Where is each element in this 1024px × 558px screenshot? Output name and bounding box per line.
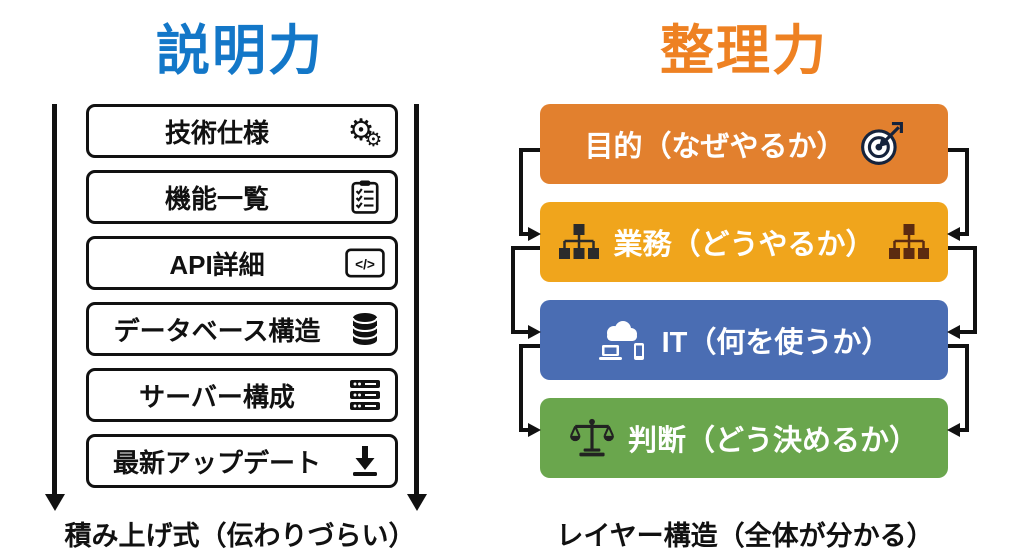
stack-box-tech-spec: 技術仕様 ⚙ ⚙ [86, 104, 398, 158]
gear-glyph-small: ⚙ [364, 127, 383, 151]
stack-box-label: データベース構造 [113, 315, 321, 346]
target-icon [860, 122, 904, 166]
down-arrow-right [414, 104, 419, 496]
cloud-devices-icon [598, 319, 648, 361]
right-panel-title: 整理力 [660, 21, 828, 81]
stack-box-feature-list: 機能一覧 [86, 170, 398, 224]
stack-box-api-detail: API詳細 </> [86, 236, 398, 290]
stack-box-database: データベース構造 [86, 302, 398, 356]
stack-box-label: 技術仕様 [164, 117, 269, 148]
stack-box-label: 最新アップデート [112, 447, 321, 478]
database-icon [343, 307, 387, 351]
layer-decision: 判断（どう決めるか） [540, 398, 948, 478]
stack-box-label: 機能一覧 [164, 183, 269, 214]
checklist-icon [343, 175, 387, 219]
layer-label: IT（何を使うか） [661, 327, 891, 359]
stack-box-label: サーバー構成 [139, 381, 295, 412]
balance-scale-icon [569, 418, 614, 458]
down-arrow-right-head [406, 494, 427, 511]
gear-glyph: ⚙ [347, 113, 375, 148]
stack-box-server: サーバー構成 [86, 368, 398, 422]
layer-purpose: 目的（なぜやるか） [540, 104, 948, 184]
server-icon [343, 373, 387, 417]
flowchart-icon-right [888, 224, 929, 260]
left-caption: 積み上げ式（伝わりづらい） [64, 521, 416, 551]
down-arrow-left [52, 104, 57, 496]
layer-business: 業務（どうやるか） [540, 202, 948, 282]
gears-icon: ⚙ ⚙ [343, 109, 387, 153]
left-panel-title: 説明力 [156, 21, 324, 81]
code-glyph: </> [355, 257, 375, 272]
download-icon [343, 439, 387, 483]
layer-label: 判断（どう決めるか） [627, 425, 918, 457]
layer-label: 目的（なぜやるか） [584, 131, 846, 163]
layer-it: IT（何を使うか） [540, 300, 948, 380]
right-caption: レイヤー構造（全体が分かる） [556, 521, 934, 551]
stack-box-label: API詳細 [169, 249, 265, 280]
stack-box-latest-update: 最新アップデート [86, 434, 398, 488]
code-window-icon: </> [343, 241, 387, 285]
flowchart-icon-left [559, 224, 600, 260]
layer-label: 業務（どうやるか） [613, 229, 875, 261]
down-arrow-left-head [44, 494, 65, 511]
